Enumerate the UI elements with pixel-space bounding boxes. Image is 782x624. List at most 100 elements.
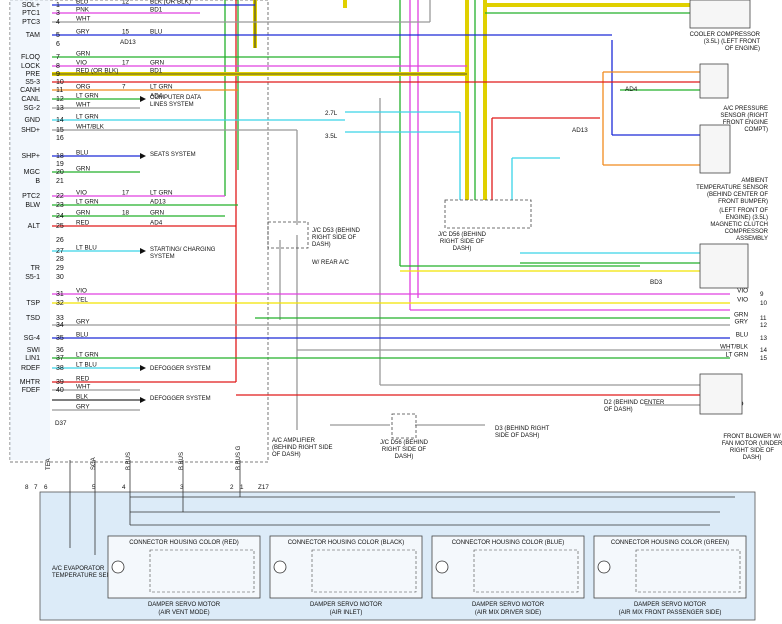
clutch-label: ENGINE) (3.5L) — [726, 215, 768, 221]
evap-sensor-label: TEMPERATURE SENSOR — [52, 573, 125, 579]
pin-name: RDEF — [21, 365, 40, 372]
pin-name: CANH — [20, 87, 40, 94]
pin-number: 13 — [56, 105, 64, 112]
jc-d56-top-label: DASH) — [453, 246, 472, 252]
pressure-sensor-label: COMPT) — [744, 127, 768, 133]
pin-number: 7 — [56, 54, 60, 61]
servo-contacts — [473, 549, 579, 593]
bottom-pin-label: TEA — [46, 458, 52, 470]
wire-extra-label: GRN — [150, 210, 164, 217]
pin-name: SHP+ — [22, 153, 40, 160]
seats-label: SEATS SYSTEM — [150, 152, 196, 158]
pin-number: 30 — [56, 274, 64, 281]
edge-wire-label: GRY — [734, 319, 748, 326]
computer-data-label: COMPUTER DATA — [150, 95, 201, 101]
pin-number: 31 — [56, 291, 64, 298]
wire-color-label: GRN — [76, 210, 90, 217]
edge-wire-label: GRN — [734, 312, 748, 319]
bottom-pin-number: 2 — [230, 484, 234, 491]
servo-box — [593, 535, 747, 599]
pin-number: 14 — [56, 117, 64, 124]
wire-extra-label: LT GRN — [150, 190, 173, 197]
wire-pin-label: 12 — [122, 0, 130, 6]
edge-wire-label: BLU — [736, 332, 749, 339]
pin-number: 29 — [56, 265, 64, 272]
pin-number: 33 — [56, 315, 64, 322]
edge-wire-label: VIO — [737, 288, 748, 295]
pin-name: TSD — [26, 315, 40, 322]
servo-sub-label: (AIR INLET) — [330, 610, 363, 616]
amplifier-label: OF DASH) — [272, 452, 301, 458]
motor-icon — [111, 560, 125, 574]
computer-data-label: LINES SYSTEM — [150, 102, 194, 108]
wire-extra-label: AD4 — [150, 220, 163, 227]
pin-number: 5 — [56, 32, 60, 39]
pin-number: 10 — [56, 79, 64, 86]
pressure-sensor-label: FRONT ENGINE — [723, 120, 768, 126]
bd3-label: BD3 — [650, 279, 663, 286]
components — [267, 0, 751, 439]
wire-color-label: GRY — [76, 319, 90, 326]
pin-number: 34 — [56, 322, 64, 329]
motor-icon — [435, 560, 449, 574]
amplifier-label: (BEHIND RIGHT SIDE — [272, 445, 333, 451]
jc-d53-label: DASH) — [312, 242, 331, 248]
wire-color-label: YEL — [76, 297, 88, 304]
wire-color-label: BLU — [76, 150, 89, 157]
pin-name: SWI — [27, 347, 40, 354]
wire-pin-label: 17 — [122, 190, 130, 197]
wire-color-label: GRY — [76, 404, 90, 411]
pin-number: 38 — [56, 365, 64, 372]
servo-title-label: DAMPER SERVO MOTOR — [634, 602, 707, 608]
pin-number: 24 — [56, 213, 64, 220]
wire-color-label: LT GRN — [76, 352, 99, 359]
pin-name: S5-1 — [25, 274, 40, 281]
wire-extra-label: BD1 — [150, 68, 163, 75]
bottom-pin-label: B BUS — [126, 452, 132, 470]
pin-name: PTC2 — [22, 193, 40, 200]
cooler-compressor-label: (3.5L) (LEFT FRONT — [704, 39, 761, 45]
jc-d53-label: RIGHT SIDE OF — [312, 235, 357, 241]
pin-number: 4 — [56, 19, 60, 26]
pin-number: 8 — [56, 63, 60, 70]
edge-pin-number: 11 — [760, 315, 767, 322]
pressure-sensor-label: SENSOR (RIGHT — [720, 113, 768, 119]
bottom-pin-label: SGA — [91, 457, 97, 470]
pin-number: 18 — [56, 153, 64, 160]
wire-color-label: LT GRN — [76, 199, 99, 206]
rear-ac-label: W/ REAR A/C — [312, 260, 350, 266]
clutch-label: COMPRESSOR — [725, 229, 769, 235]
wire-extra-label: BLK (OR BLK) — [150, 0, 191, 6]
3-5l-label: 3.5L — [325, 133, 338, 140]
pin-name: TR — [31, 265, 40, 272]
vertical-wires — [224, 0, 613, 430]
bottom-pin-number: 3 — [180, 484, 184, 491]
wire-color-label: ORG — [76, 84, 90, 91]
wire-color-label: RED — [76, 220, 90, 227]
bottom-pin-number: 7 — [34, 484, 38, 491]
cooler-compressor-label: OF ENGINE) — [725, 46, 760, 52]
pin-number: 1 — [56, 2, 60, 9]
wire-color-label: PNK — [76, 7, 90, 14]
pin-number: 27 — [56, 248, 64, 255]
bottom-pin-label: B BUS — [179, 452, 185, 470]
cooler-compressor-label: COOLER COMPRESSOR — [690, 32, 761, 38]
wire-color-label: VIO — [76, 288, 87, 295]
pin-number: 16 — [56, 135, 64, 142]
servo-housing-label: CONNECTOR HOUSING COLOR (RED) — [129, 540, 239, 546]
servo-title-label: DAMPER SERVO MOTOR — [472, 602, 545, 608]
pin-number: 37 — [56, 355, 64, 362]
pin-number: 35 — [56, 335, 64, 342]
bottom-pin-number: 8 — [25, 484, 29, 491]
wire-color-label: WHT/BLK — [76, 124, 105, 131]
blower-label: FAN MOTOR (UNDER — [722, 441, 782, 447]
ambient-sensor-label: TEMPERATURE SENSOR — [696, 185, 769, 191]
motor-icon — [273, 560, 287, 574]
wire-extra-label: AD4 — [150, 93, 163, 100]
amplifier-label: A/C AMPLIFIER — [272, 438, 316, 444]
edge-pin-number: 9 — [760, 291, 764, 298]
pin-number: 32 — [56, 300, 64, 307]
edge-wire-label: VIO — [737, 297, 748, 304]
pin-number: 39 — [56, 379, 64, 386]
